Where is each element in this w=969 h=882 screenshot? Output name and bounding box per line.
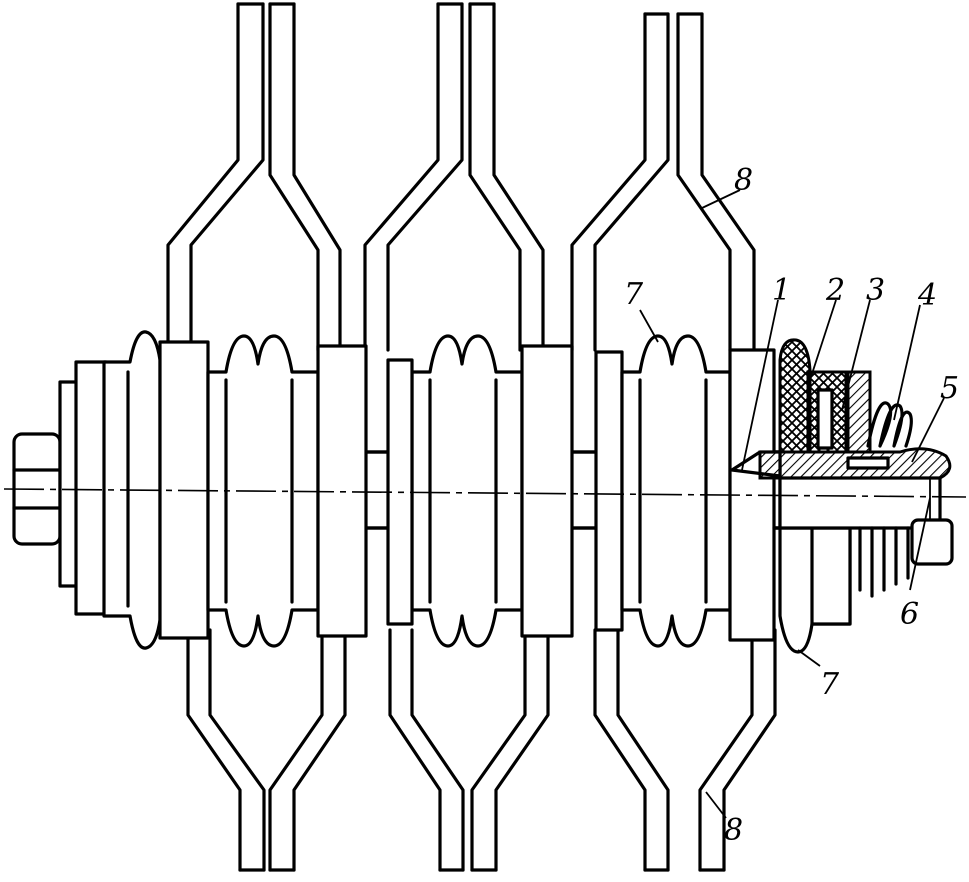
label-4: 4: [917, 278, 937, 313]
label-7-bottom: 7: [820, 667, 840, 702]
center-axis: [3, 488, 967, 498]
bus-bar-pair-a: [166, 2, 347, 872]
insulator-stack: [58, 330, 852, 654]
label-5: 5: [940, 371, 959, 406]
label-3: 3: [866, 273, 885, 308]
label-2: 2: [825, 273, 845, 308]
label-7-top: 7: [624, 277, 644, 312]
label-8-bottom: 8: [724, 813, 743, 848]
label-8-top: 8: [734, 163, 753, 198]
label-6: 6: [900, 597, 919, 632]
bus-bar-pair-b: [363, 2, 550, 872]
terminal-fitting: [730, 338, 954, 598]
bus-bars: [166, 2, 777, 872]
bus-bar-pair-c: [570, 12, 777, 872]
leader-lines: [639, 189, 945, 819]
label-1: 1: [772, 273, 791, 308]
